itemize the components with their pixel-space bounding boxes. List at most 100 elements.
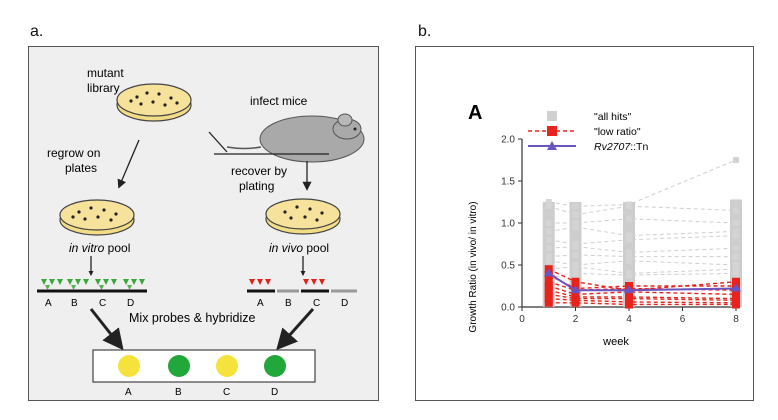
array-spot-b — [168, 355, 190, 377]
all-hits-point — [572, 211, 579, 218]
low-ratio-point — [544, 294, 553, 303]
regrow-label-line2: plates — [65, 161, 97, 175]
all-hits-point — [545, 199, 552, 205]
all-hits-line — [548, 205, 737, 216]
y-tick-label: 2.0 — [501, 135, 515, 146]
x-tick-label: 0 — [519, 314, 525, 325]
all-hits-point — [545, 257, 552, 264]
low-ratio-line — [548, 302, 736, 306]
all-hits-point — [572, 220, 579, 226]
legend-low-ratio: "low ratio" — [594, 126, 641, 138]
all-hits-line — [548, 159, 737, 207]
rv2707-line — [548, 272, 737, 292]
all-hits-point — [733, 262, 739, 268]
all-hits-point — [572, 224, 579, 231]
all-hits-line — [548, 272, 737, 279]
y-tick-label: 1.5 — [501, 177, 515, 188]
array-spot-d — [264, 355, 286, 377]
in-vivo-rest: pool — [303, 241, 329, 255]
arrow-vitro-to-array — [89, 308, 124, 351]
y-tick-label: 0.5 — [501, 261, 515, 272]
vitro-seg-label-b: B — [71, 298, 78, 309]
all-hits-point — [626, 236, 632, 243]
recover-label-line2: plating — [239, 179, 274, 193]
in-vivo-probe-strip — [247, 279, 357, 293]
in-vitro-pool-label: in vitro pool — [69, 241, 130, 255]
vivo-seg-label-b: B — [285, 298, 292, 309]
all-hits-point — [733, 270, 739, 277]
rv2707-point — [624, 285, 634, 294]
low-ratio-point — [732, 300, 740, 309]
arrow-regrow — [117, 139, 140, 189]
all-hits-point — [572, 251, 579, 258]
all-hits-point — [572, 263, 579, 270]
all-hits-point — [572, 270, 579, 277]
vivo-seg-label-c: C — [313, 298, 320, 309]
low-ratio-point — [544, 286, 553, 295]
in-vitro-italic: in vitro — [69, 241, 105, 255]
legend-marker-all-hits — [547, 111, 557, 121]
low-ratio-point — [732, 277, 740, 286]
all-hits-point — [733, 245, 739, 252]
low-ratio-point — [571, 277, 580, 286]
all-hits-line — [548, 254, 736, 258]
mix-probes-label: Mix probes & hybridize — [129, 311, 255, 325]
vivo-seg-label-a: A — [257, 298, 264, 309]
all-hits-point — [545, 203, 552, 210]
low-ratio-point — [544, 290, 553, 299]
array-label-c: C — [223, 387, 230, 398]
legend-marker-gene — [547, 141, 557, 150]
all-hits-line — [548, 246, 737, 253]
all-hits-point — [733, 228, 739, 235]
all-hits-point — [626, 253, 632, 260]
low-ratio-line — [548, 297, 737, 304]
all-hits-line — [548, 235, 737, 245]
in-vitro-rest: pool — [104, 241, 130, 255]
mouse-illustration — [226, 113, 365, 163]
array-label-d: D — [271, 387, 278, 398]
vitro-seg-label-a: A — [45, 298, 52, 309]
low-ratio-point — [544, 282, 553, 290]
mutant-library-label-line2: library — [87, 81, 120, 95]
all-hits-point — [733, 220, 739, 226]
legend-gene-italic: Rv2707 — [594, 141, 631, 153]
in-vivo-dish — [265, 198, 341, 235]
regrow-label-line1: regrow on — [47, 146, 100, 160]
low-ratio-line — [548, 289, 737, 300]
all-hits-line — [548, 260, 737, 266]
recover-label-line1: recover by — [231, 164, 287, 178]
low-ratio-point — [544, 277, 553, 286]
low-ratio-line — [548, 293, 737, 301]
rv2707-point — [570, 285, 581, 294]
workflow-diagram: mutant library infect mice regrow on pla… — [37, 66, 365, 398]
all-hits-point — [733, 266, 739, 273]
x-tick-label: 6 — [680, 314, 686, 325]
rv2707-point — [731, 283, 741, 292]
array-label-a: A — [125, 387, 132, 398]
low-ratio-point — [571, 298, 580, 307]
legend-gene-rest: ::Tn — [630, 141, 648, 153]
infect-mice-label: infect mice — [250, 94, 308, 108]
all-hits-point — [545, 228, 552, 235]
legend-all-hits: "all hits" — [594, 111, 631, 123]
all-hits-point — [545, 253, 552, 260]
all-hits-point — [733, 207, 739, 214]
vivo-seg-label-d: D — [341, 298, 348, 309]
x-tick-label: 8 — [733, 314, 739, 325]
low-ratio-line — [548, 268, 737, 291]
all-hits-point — [572, 203, 579, 210]
all-hits-point — [545, 220, 552, 226]
legend-gene: Rv2707::Tn — [594, 141, 648, 153]
all-hits-line — [548, 266, 737, 274]
vitro-seg-label-c: C — [99, 298, 106, 309]
panel-b-label: b. — [418, 23, 432, 40]
low-ratio-point — [625, 300, 633, 309]
all-hits-point — [733, 232, 739, 239]
workflow-diagram-panel: mutant library infect mice regrow on pla… — [28, 46, 379, 401]
rv2707-series — [543, 268, 741, 294]
in-vivo-italic: in vivo — [269, 241, 303, 255]
y-tick-label: 1.0 — [501, 219, 515, 230]
all-hits-point — [733, 157, 739, 163]
